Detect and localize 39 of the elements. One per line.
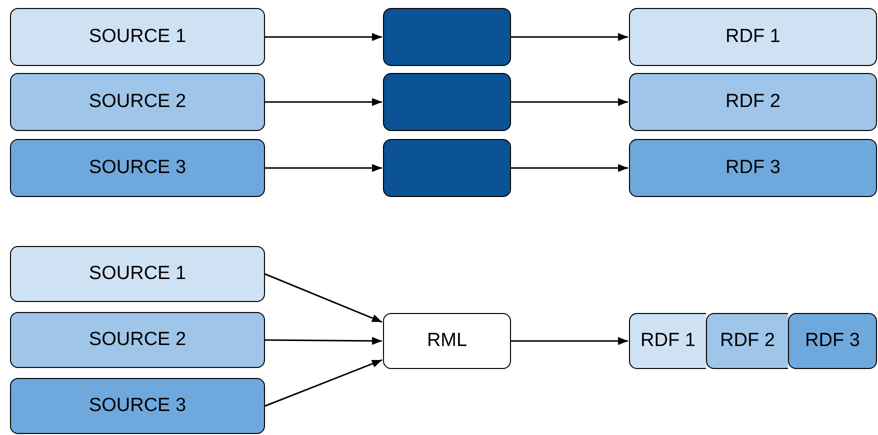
data-box (10, 378, 265, 434)
data-box (10, 312, 265, 368)
arrow (511, 337, 628, 345)
arrow (265, 98, 382, 106)
data-box (788, 313, 877, 369)
box-label: RDF 3 (726, 156, 780, 180)
box-label: RML (426, 328, 468, 353)
arrow (511, 164, 628, 172)
arrow (511, 98, 628, 106)
box-label: RDF 3 (805, 328, 860, 353)
box-label: SOURCE 3 (88, 156, 186, 180)
data-box (629, 73, 877, 131)
box-label: SOURCE 1 (88, 24, 186, 49)
process-box (383, 313, 511, 369)
data-box (706, 313, 788, 369)
data-box (10, 8, 265, 66)
data-box (629, 313, 706, 369)
arrow (265, 33, 382, 41)
process-box (383, 8, 511, 66)
data-box (10, 246, 265, 302)
box-label: RDF 2 (720, 328, 775, 353)
process-box (383, 73, 511, 131)
box-label: SOURCE 1 (88, 262, 186, 286)
arrow (511, 33, 628, 41)
data-box (10, 139, 265, 197)
box-label: RDF 1 (640, 328, 696, 353)
arrow (264, 359, 382, 407)
arrow (265, 164, 382, 172)
box-label: RDF 2 (726, 90, 780, 114)
box-label: SOURCE 3 (88, 394, 186, 418)
box-label: SOURCE 2 (88, 328, 186, 352)
data-box (10, 73, 265, 131)
process-box (383, 139, 511, 197)
data-box (629, 139, 877, 197)
box-label: SOURCE 2 (88, 90, 186, 114)
arrow (265, 336, 382, 345)
arrow (264, 273, 382, 323)
data-box (629, 8, 877, 66)
box-label: RDF 1 (726, 24, 780, 49)
